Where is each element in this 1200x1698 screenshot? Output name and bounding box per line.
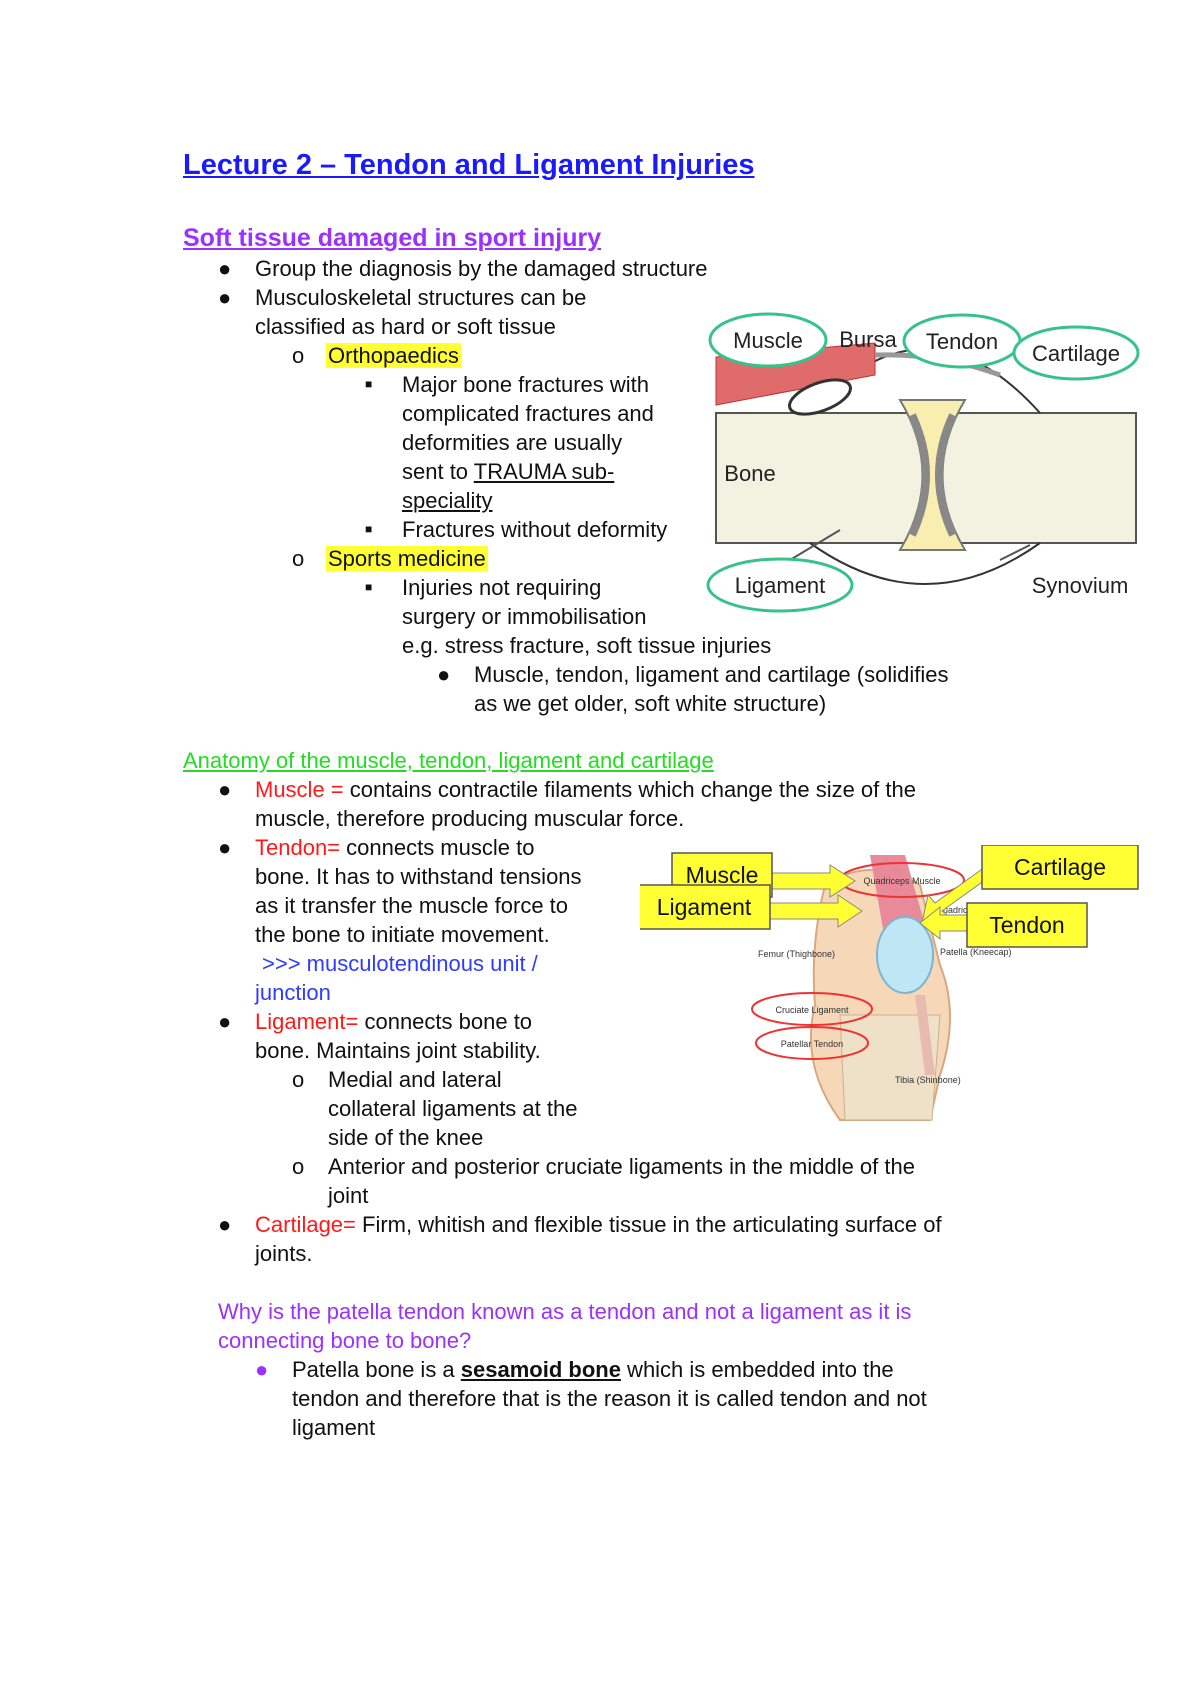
bullet-dot: ● [218,285,232,310]
sub-bullet-o: o [292,343,305,368]
bullet-dot: ● [437,662,451,687]
trauma-link-text: TRAUMA sub- [473,459,615,484]
ortho-text-pre: sent to [402,459,474,484]
ortho-text: sent to TRAUMA sub- [402,457,614,486]
fig2-patella: Patella (Kneecap) [940,947,1012,957]
orthopaedics-label: Orthopaedics [326,341,461,370]
tendon-text: bone. It has to withstand tensions [255,864,582,889]
answer-pre: Patella bone is a [292,1357,461,1382]
sports-text: as we get older, soft white structure) [474,691,827,716]
fig2-femur: Femur (Thighbone) [758,949,835,959]
fig1-tendon-label: Tendon [926,329,998,354]
fig1-ligament-label: Ligament [735,573,826,598]
page-title: Lecture 2 – Tendon and Ligament Injuries [183,149,755,181]
mtu-text: junction [255,980,331,1005]
bullet-dot: ● [218,835,232,860]
ligament-text: bone. Maintains joint stability. [255,1038,541,1063]
cartilage-term: Cartilage= [255,1212,356,1237]
muscle-definition: Muscle = contains contractile filaments … [255,775,916,804]
question-text: Why is the patella tendon known as a ten… [218,1299,912,1324]
fig1-bursa-label: Bursa [839,327,897,352]
sports-highlight: Sports medicine [326,546,488,571]
cartilage-text: joints. [255,1241,313,1266]
section-heading-soft-tissue: Soft tissue damaged in sport injury [183,224,602,252]
ligament-sub: Medial and lateral [328,1067,502,1092]
ligament-sub: collateral ligaments at the [328,1096,578,1121]
cartilage-text: Firm, whitish and flexible tissue in the… [355,1212,942,1237]
ligament-sub: Anterior and posterior cruciate ligament… [328,1154,915,1179]
ortho-text: speciality [402,488,493,513]
fig1-muscle-label: Muscle [733,328,803,353]
ortho-text: Major bone fractures with [402,372,649,397]
fig2-cruciate: Cruciate Ligament [775,1005,849,1015]
answer-text: ligament [292,1415,376,1440]
fig2-patellar-tendon: Patellar Tendon [781,1039,843,1049]
bullet-dot: ● [218,777,232,802]
sports-text: e.g. stress fracture, soft tissue injuri… [402,633,772,658]
tendon-text: connects muscle to [340,835,535,860]
sub-bullet-o: o [292,546,305,571]
square-bullet: ■ [365,580,373,594]
bullet-dot: ● [218,1009,232,1034]
answer-post: which is embedded into the [620,1357,894,1382]
section-heading-anatomy: Anatomy of the muscle, tendon, ligament … [183,748,714,773]
bullet-dot: ● [218,1212,232,1237]
cartilage-definition: Cartilage= Firm, whitish and flexible ti… [255,1210,942,1239]
fig1-synovium-label: Synovium [1032,573,1129,598]
sub-bullet-o: o [292,1067,305,1092]
fig2-tendon-label: Tendon [989,912,1064,938]
sports-text: Injuries not requiring [402,575,602,600]
answer-text: Patella bone is a sesamoid bone which is… [292,1355,894,1384]
tendon-text: the bone to initiate movement. [255,922,550,947]
ligament-sub: joint [328,1183,369,1208]
ortho-text: deformities are usually [402,430,623,455]
joint-diagram: Muscle Bursa Tendon Cartilage Bone Ligam… [706,312,1140,613]
ligament-term: Ligament= [255,1009,359,1034]
bullet-dot: ● [218,256,232,281]
ligament-sub: side of the knee [328,1125,484,1150]
fig1-cartilage-label: Cartilage [1032,341,1120,366]
tendon-definition: Tendon= connects muscle to [255,833,534,862]
mtu-text: >>> musculotendinous unit / [262,951,538,976]
ortho-text: complicated fractures and [402,401,654,426]
bullet-text: classified as hard or soft tissue [255,314,556,339]
sesamoid-bone-term: sesamoid bone [460,1357,621,1382]
tendon-text: as it transfer the muscle force to [255,893,569,918]
orthopaedics-highlight: Orthopaedics [326,343,461,368]
muscle-text: contains contractile filaments which cha… [343,777,916,802]
sub-bullet-o: o [292,1154,305,1179]
tendon-term: Tendon= [255,835,341,860]
muscle-text: muscle, therefore producing muscular for… [255,806,685,831]
square-bullet: ■ [365,377,373,391]
ligament-definition: Ligament= connects bone to [255,1007,532,1036]
muscle-term: Muscle = [255,777,344,802]
sports-text: surgery or immobilisation [402,604,647,629]
fig2-muscle-label: Muscle [686,862,759,888]
fig1-bone-label: Bone [724,461,775,486]
sports-text: Muscle, tendon, ligament and cartilage (… [474,662,949,687]
knee-diagram: Quadriceps Muscle Quadriceps Tendon Femu… [640,845,1139,1121]
fig2-ligament-label: Ligament [657,894,752,920]
sports-medicine-label: Sports medicine [326,544,488,573]
fig2-tibia: Tibia (Shinbone) [895,1075,961,1085]
ortho-text: Fractures without deformity [402,517,668,542]
answer-text: tendon and therefore that is the reason … [292,1386,927,1411]
bullet-text: Group the diagnosis by the damaged struc… [255,256,708,281]
ligament-text: connects bone to [358,1009,533,1034]
question-text: connecting bone to bone? [218,1328,472,1353]
bullet-text: Musculoskeletal structures can be [255,285,587,310]
fig2-cartilage-label: Cartilage [1014,854,1106,880]
bullet-dot: ● [255,1357,269,1382]
square-bullet: ■ [365,522,373,536]
fig2-quad-muscle: Quadriceps Muscle [863,876,940,886]
